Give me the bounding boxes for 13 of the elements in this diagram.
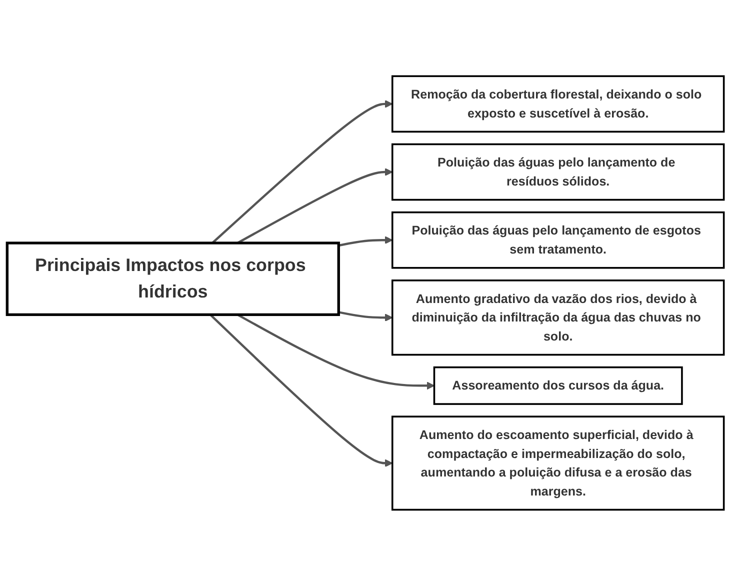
arrow bbox=[212, 100, 393, 244]
node-box: Remoção da cobertura florestal, deixando o solo exposto e suscetível à erosão. bbox=[391, 75, 725, 133]
arrow bbox=[236, 168, 393, 244]
node-box: Aumento do escoamento superficial, devido à compactação e impermeabilização do solo, aumentando a poluição difusa e a erosão das margens. bbox=[391, 416, 725, 511]
arrow bbox=[338, 236, 393, 247]
arrow bbox=[236, 314, 435, 390]
node-box: Assoreamento dos cursos da água. bbox=[433, 366, 683, 405]
node-box: Principais Impactos nos corpos hídricos bbox=[6, 242, 340, 316]
node-box: Poluição das águas pelo lançamento de esgotos sem tratamento. bbox=[391, 211, 725, 269]
node-box: Poluição das águas pelo lançamento de resíduos sólidos. bbox=[391, 143, 725, 201]
arrow bbox=[210, 314, 393, 468]
node-box: Aumento gradativo da vazão dos rios, devido à diminuição da infiltração da água das chuvas no solo. bbox=[391, 280, 725, 356]
arrow bbox=[338, 311, 393, 322]
